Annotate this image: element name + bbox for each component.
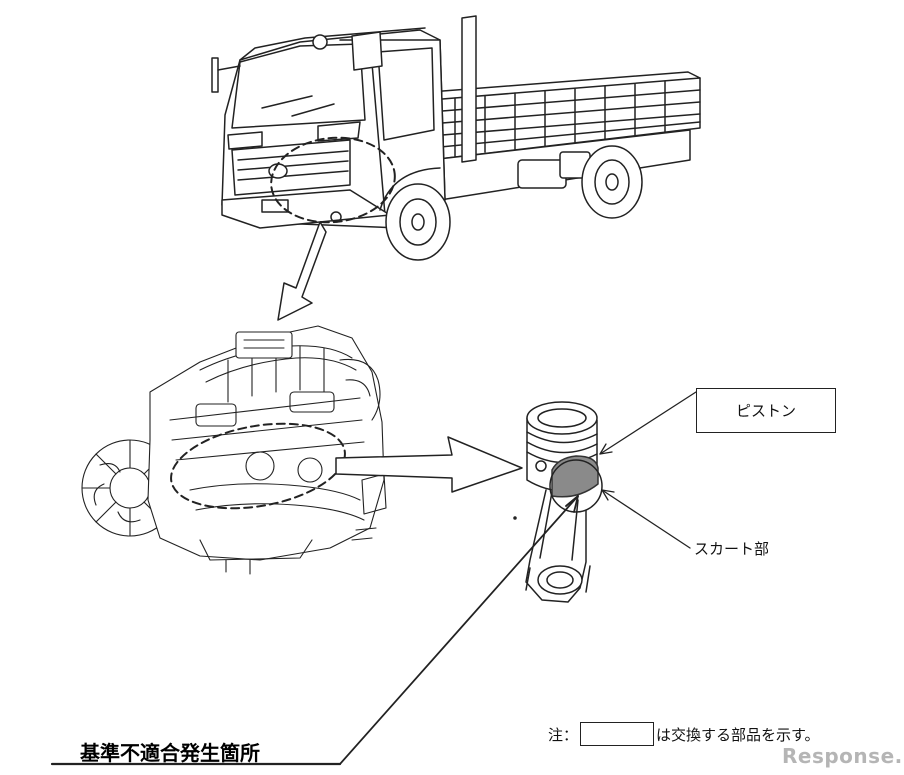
skirt-leader-line bbox=[601, 489, 691, 549]
note-legend-box bbox=[580, 722, 655, 746]
note-prefix: 注： bbox=[548, 725, 579, 744]
defect-location-heading: 基準不適合発生箇所 bbox=[80, 741, 260, 765]
defect-location-leader-line bbox=[339, 495, 579, 765]
engine-to-piston-arrow bbox=[335, 436, 523, 493]
piston-skirt-highlight bbox=[551, 455, 599, 498]
skirt-label: スカート部 bbox=[694, 540, 770, 558]
piston-label: ピストン bbox=[735, 402, 796, 420]
truck-illustration bbox=[211, 15, 701, 261]
note: 注： は交換する部品を示す。 bbox=[548, 722, 820, 746]
truck-engine-location-marker bbox=[270, 136, 396, 224]
piston-label-box: ピストン bbox=[696, 388, 836, 433]
truck-to-engine-arrow bbox=[277, 221, 327, 321]
engine-piston-location-marker bbox=[170, 422, 346, 510]
response-watermark: Response. bbox=[782, 744, 903, 768]
engine-illustration bbox=[81, 325, 387, 575]
piston-illustration bbox=[525, 401, 599, 603]
skirt-marker-circle bbox=[549, 459, 603, 513]
piston-leader-line bbox=[599, 391, 697, 455]
note-suffix: は交換する部品を示す。 bbox=[656, 725, 820, 744]
